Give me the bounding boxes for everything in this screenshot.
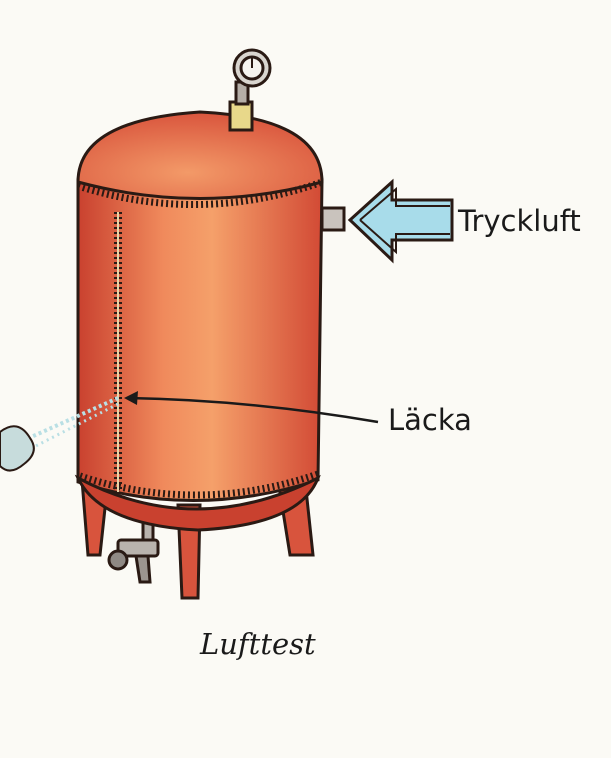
bottom-weld-seam	[78, 470, 320, 499]
pressure-tank	[74, 110, 324, 532]
compressed-air-label: Tryckluft	[458, 204, 581, 238]
tank-bottom	[74, 474, 321, 532]
leak-label: Läcka	[388, 403, 472, 437]
leak-spray	[0, 396, 119, 472]
top-weld-seam	[76, 178, 324, 208]
figure-caption: Lufttest	[200, 627, 316, 661]
drain-valve	[107, 518, 160, 584]
pressure-gauge	[228, 48, 272, 132]
arrow-inner-line	[359, 186, 450, 255]
tank-dome	[76, 110, 324, 200]
compressed-air-arrow	[347, 178, 454, 264]
leak-pointer-line	[127, 396, 379, 424]
air-inlet	[320, 206, 346, 232]
leak-pointer-arrowhead	[124, 391, 138, 405]
